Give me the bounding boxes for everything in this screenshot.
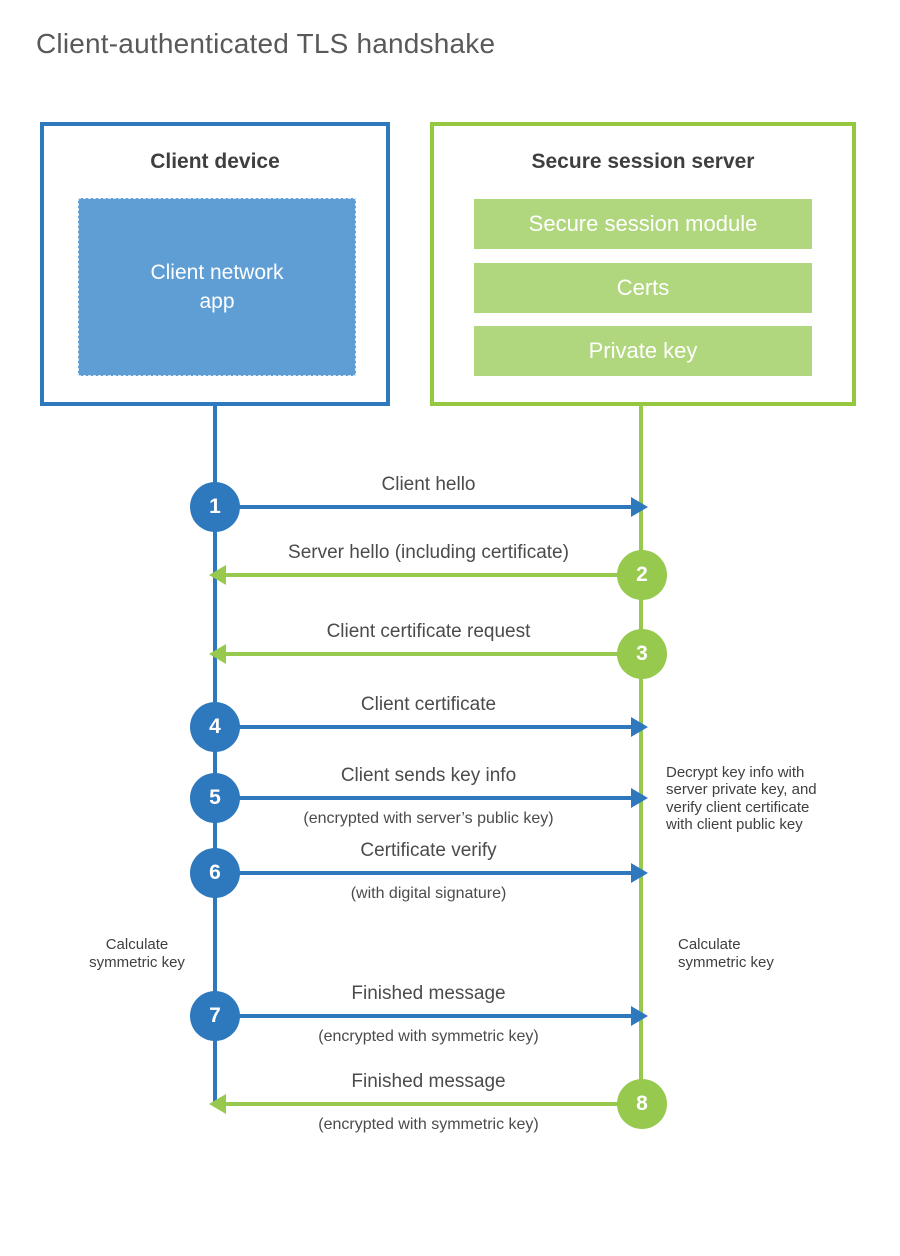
secure-session-server-title: Secure session server [531, 150, 755, 173]
message-sublabel: (encrypted with symmetric key) [318, 1116, 539, 1133]
client-device-title: Client device [150, 150, 280, 173]
message-label: Client sends key info [340, 765, 517, 786]
page-title: Client-authenticated TLS handshake [36, 28, 496, 59]
message-arrow-line [217, 725, 640, 729]
arrow-left-icon [209, 565, 226, 585]
client-network-app-box: Client network app [78, 198, 356, 376]
arrow-left-icon [209, 644, 226, 664]
step-badge-6: 6 [190, 848, 240, 898]
calc-symmetric-key-left-note: Calculate symmetric key [89, 936, 185, 971]
certs-bar: Certs [474, 263, 812, 313]
step-badge-7: 7 [190, 991, 240, 1041]
message-label: Server hello (including certificate) [288, 542, 569, 563]
client-device-box: Client device Client network app [40, 122, 390, 406]
message-arrow-line [217, 1102, 640, 1106]
server-lifeline [639, 405, 643, 1105]
message-arrow-line [217, 652, 640, 656]
message-arrow-line [217, 505, 640, 509]
message-arrow-line [217, 871, 640, 875]
step-badge-1: 1 [190, 482, 240, 532]
step-badge-5: 5 [190, 773, 240, 823]
message-sublabel: (with digital signature) [350, 885, 507, 902]
step-badge-3: 3 [617, 629, 667, 679]
arrow-right-icon [631, 717, 648, 737]
message-arrow-line [217, 1014, 640, 1018]
arrow-right-icon [631, 788, 648, 808]
arrow-right-icon [631, 497, 648, 517]
secure-session-module-bar: Secure session module [474, 199, 812, 249]
message-label: Client certificate request [326, 621, 531, 642]
message-label: Client hello [381, 474, 476, 495]
calc-symmetric-key-right-note: Calculate symmetric key [678, 936, 774, 971]
message-arrow-line [217, 796, 640, 800]
arrow-right-icon [631, 863, 648, 883]
private-key-bar: Private key [474, 326, 812, 376]
message-sublabel: (encrypted with symmetric key) [318, 1028, 539, 1045]
message-label: Finished message [351, 983, 506, 1004]
step-badge-4: 4 [190, 702, 240, 752]
message-label: Certificate verify [360, 840, 497, 861]
secure-session-server-box: Secure session server Secure session mod… [430, 122, 856, 406]
arrow-right-icon [631, 1006, 648, 1026]
message-label: Finished message [351, 1071, 506, 1092]
message-sublabel: (encrypted with server’s public key) [303, 810, 554, 827]
decrypt-key-note: Decrypt key info with server private key… [666, 764, 817, 834]
step-badge-8: 8 [617, 1079, 667, 1129]
step-badge-2: 2 [617, 550, 667, 600]
client-lifeline [213, 405, 217, 1105]
message-label: Client certificate [360, 694, 497, 715]
message-arrow-line [217, 573, 640, 577]
arrow-left-icon [209, 1094, 226, 1114]
